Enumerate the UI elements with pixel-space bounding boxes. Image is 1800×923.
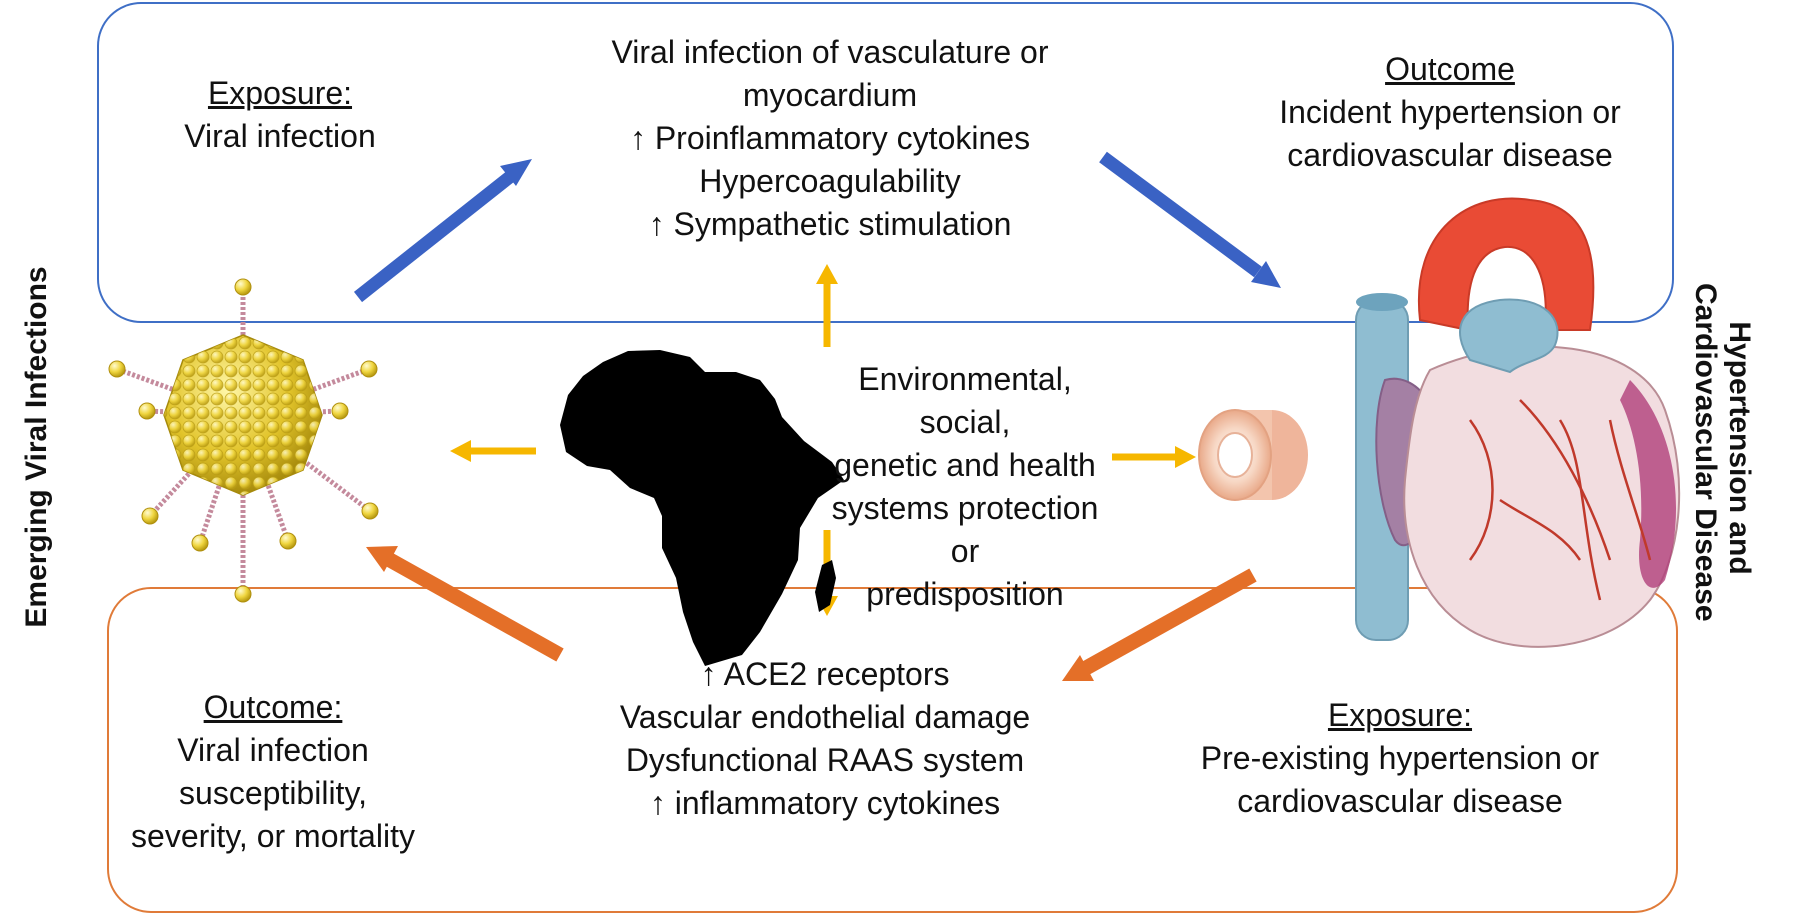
center-factor-line: Environmental, social, (858, 361, 1072, 440)
bottom-mechanisms: ↑ ACE2 receptors Vascular endothelial da… (590, 653, 1060, 825)
top-mechanism-line: ↑ Proinflammatory cytokines (629, 120, 1031, 156)
center-factors: Environmental, social, genetic and healt… (815, 358, 1115, 616)
top-outcome: Outcome Incident hypertension or cardiov… (1240, 48, 1660, 177)
bottom-exposure-line: Pre-existing hypertension or (1200, 740, 1600, 776)
right-side-label-line2: Cardiovascular Disease (1689, 283, 1722, 622)
bottom-outcome-line: Viral infection (177, 732, 369, 768)
center-factor-line: genetic and health (834, 447, 1096, 483)
bottom-mechanism-line: ↑ inflammatory cytokines (649, 785, 1001, 821)
left-side-label: Emerging Viral Infections (20, 266, 53, 628)
bottom-exposure-heading: Exposure: (1327, 697, 1473, 733)
bottom-exposure: Exposure: Pre-existing hypertension or c… (1175, 694, 1625, 823)
orange-arrow-mechanism-to-outcome (366, 546, 564, 662)
top-exposure: Exposure: Viral infection (120, 72, 440, 158)
heart-icon (1355, 197, 1681, 648)
bottom-exposure-line: cardiovascular disease (1237, 783, 1563, 819)
top-mechanisms: Viral infection of vasculature or myocar… (560, 31, 1100, 246)
bottom-outcome-line: severity, or mortality (131, 818, 415, 854)
top-outcome-line: Incident hypertension or (1279, 94, 1621, 130)
blue-arrow-exposure-to-mechanism (353, 159, 532, 303)
bottom-outcome-heading: Outcome: (203, 689, 343, 725)
right-side-label: Hypertension and Cardiovascular Disease (1688, 283, 1756, 622)
blue-arrow-mechanism-to-outcome (1099, 151, 1281, 288)
orange-arrow-exposure-to-mechanism (1062, 568, 1257, 681)
bottom-mechanism-line: Vascular endothelial damage (619, 699, 1031, 735)
bottom-mechanism-line: ↑ ACE2 receptors (700, 656, 950, 692)
viral-to-cvd-pathway-box (97, 2, 1674, 323)
cvd-to-viral-pathway-box (107, 587, 1678, 913)
africa-map-icon (560, 350, 844, 666)
top-mechanism-line: Hypercoagulability (699, 163, 961, 199)
bottom-outcome: Outcome: Viral infection susceptibility,… (108, 686, 438, 858)
virus-icon (108, 278, 379, 603)
top-outcome-heading: Outcome (1385, 51, 1515, 87)
bottom-outcome-line: susceptibility, (179, 775, 367, 811)
top-exposure-text: Viral infection (184, 118, 376, 154)
top-mechanism-line: ↑ Sympathetic stimulation (648, 206, 1012, 242)
top-mechanism-line: Viral infection of vasculature or (611, 34, 1049, 70)
right-side-label-line1: Hypertension and (1723, 321, 1756, 575)
center-factor-line: predisposition (866, 576, 1064, 612)
yellow-arrow-up (816, 264, 838, 347)
yellow-arrow-right (1112, 446, 1196, 468)
blood-vessel-icon (1198, 409, 1308, 501)
top-exposure-heading: Exposure: (207, 75, 353, 111)
center-factor-line: systems protection or (831, 490, 1099, 569)
top-mechanism-line: myocardium (742, 77, 918, 113)
bottom-mechanism-line: Dysfunctional RAAS system (625, 742, 1025, 778)
yellow-arrow-left (450, 440, 536, 462)
top-outcome-line: cardiovascular disease (1287, 137, 1613, 173)
